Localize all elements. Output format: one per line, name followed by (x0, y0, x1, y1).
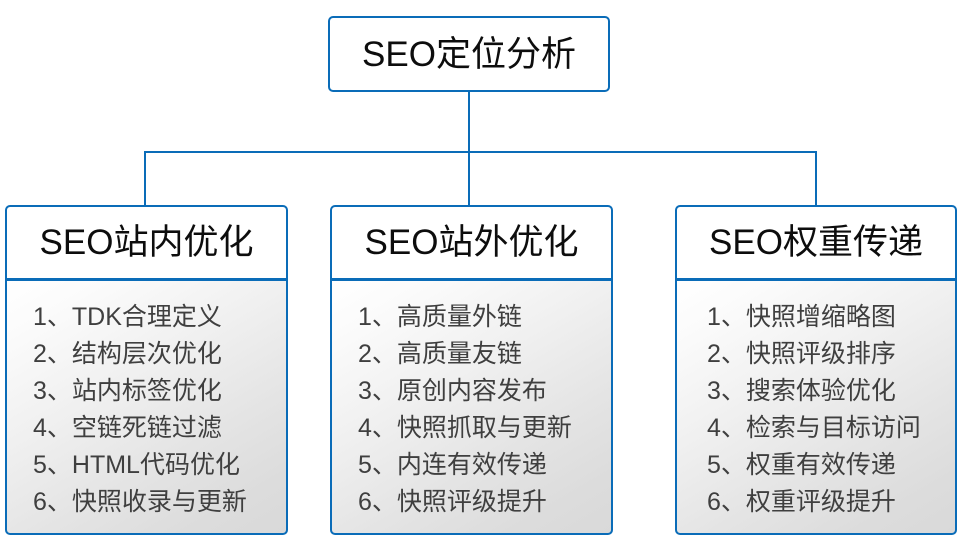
list-item: 4、快照抓取与更新 (358, 414, 572, 442)
connector-drop-branch-1 (144, 151, 146, 207)
list-item: 2、快照评级排序 (707, 340, 896, 368)
branch-3-title: SEO权重传递 (709, 223, 923, 262)
list-item: 1、高质量外链 (358, 303, 522, 331)
list-item: 6、快照收录与更新 (33, 488, 247, 516)
list-item: 3、搜索体验优化 (707, 377, 896, 405)
list-item: 1、TDK合理定义 (33, 303, 222, 331)
list-item: 5、HTML代码优化 (33, 451, 240, 479)
branch-column-3[interactable]: SEO权重传递 1、快照增缩略图 2、快照评级排序 3、搜索体验优化 4、检索与… (675, 205, 957, 535)
list-item: 3、原创内容发布 (358, 377, 547, 405)
connector-root-stem (468, 92, 470, 153)
list-item: 4、空链死链过滤 (33, 414, 222, 442)
branch-2-header[interactable]: SEO站外优化 (330, 205, 613, 280)
list-item: 2、高质量友链 (358, 340, 522, 368)
connector-drop-branch-2 (468, 151, 470, 207)
branch-1-list: 1、TDK合理定义 2、结构层次优化 3、站内标签优化 4、空链死链过滤 5、H… (7, 281, 286, 521)
branch-1-title: SEO站内优化 (39, 223, 254, 262)
list-item: 2、结构层次优化 (33, 340, 222, 368)
branch-column-2[interactable]: SEO站外优化 1、高质量外链 2、高质量友链 3、原创内容发布 4、快照抓取与… (330, 205, 613, 535)
root-node-label: SEO定位分析 (362, 34, 576, 74)
connector-drop-branch-3 (815, 151, 817, 207)
branch-1-header[interactable]: SEO站内优化 (5, 205, 288, 280)
list-item: 6、快照评级提升 (358, 488, 547, 516)
list-item: 5、权重有效传递 (707, 451, 896, 479)
connector-horizontal-bar (144, 151, 817, 153)
branch-3-body: 1、快照增缩略图 2、快照评级排序 3、搜索体验优化 4、检索与目标访问 5、权… (675, 279, 957, 535)
root-node[interactable]: SEO定位分析 (328, 16, 610, 92)
list-item: 5、内连有效传递 (358, 451, 547, 479)
branch-column-1[interactable]: SEO站内优化 1、TDK合理定义 2、结构层次优化 3、站内标签优化 4、空链… (5, 205, 288, 535)
branch-1-body: 1、TDK合理定义 2、结构层次优化 3、站内标签优化 4、空链死链过滤 5、H… (5, 279, 288, 535)
branch-3-list: 1、快照增缩略图 2、快照评级排序 3、搜索体验优化 4、检索与目标访问 5、权… (677, 281, 955, 521)
list-item: 4、检索与目标访问 (707, 414, 921, 442)
list-item: 1、快照增缩略图 (707, 303, 896, 331)
branch-3-header[interactable]: SEO权重传递 (675, 205, 957, 280)
branch-2-list: 1、高质量外链 2、高质量友链 3、原创内容发布 4、快照抓取与更新 5、内连有… (332, 281, 611, 521)
list-item: 3、站内标签优化 (33, 377, 222, 405)
branch-2-body: 1、高质量外链 2、高质量友链 3、原创内容发布 4、快照抓取与更新 5、内连有… (330, 279, 613, 535)
list-item: 6、权重评级提升 (707, 488, 896, 516)
branch-2-title: SEO站外优化 (364, 223, 579, 262)
